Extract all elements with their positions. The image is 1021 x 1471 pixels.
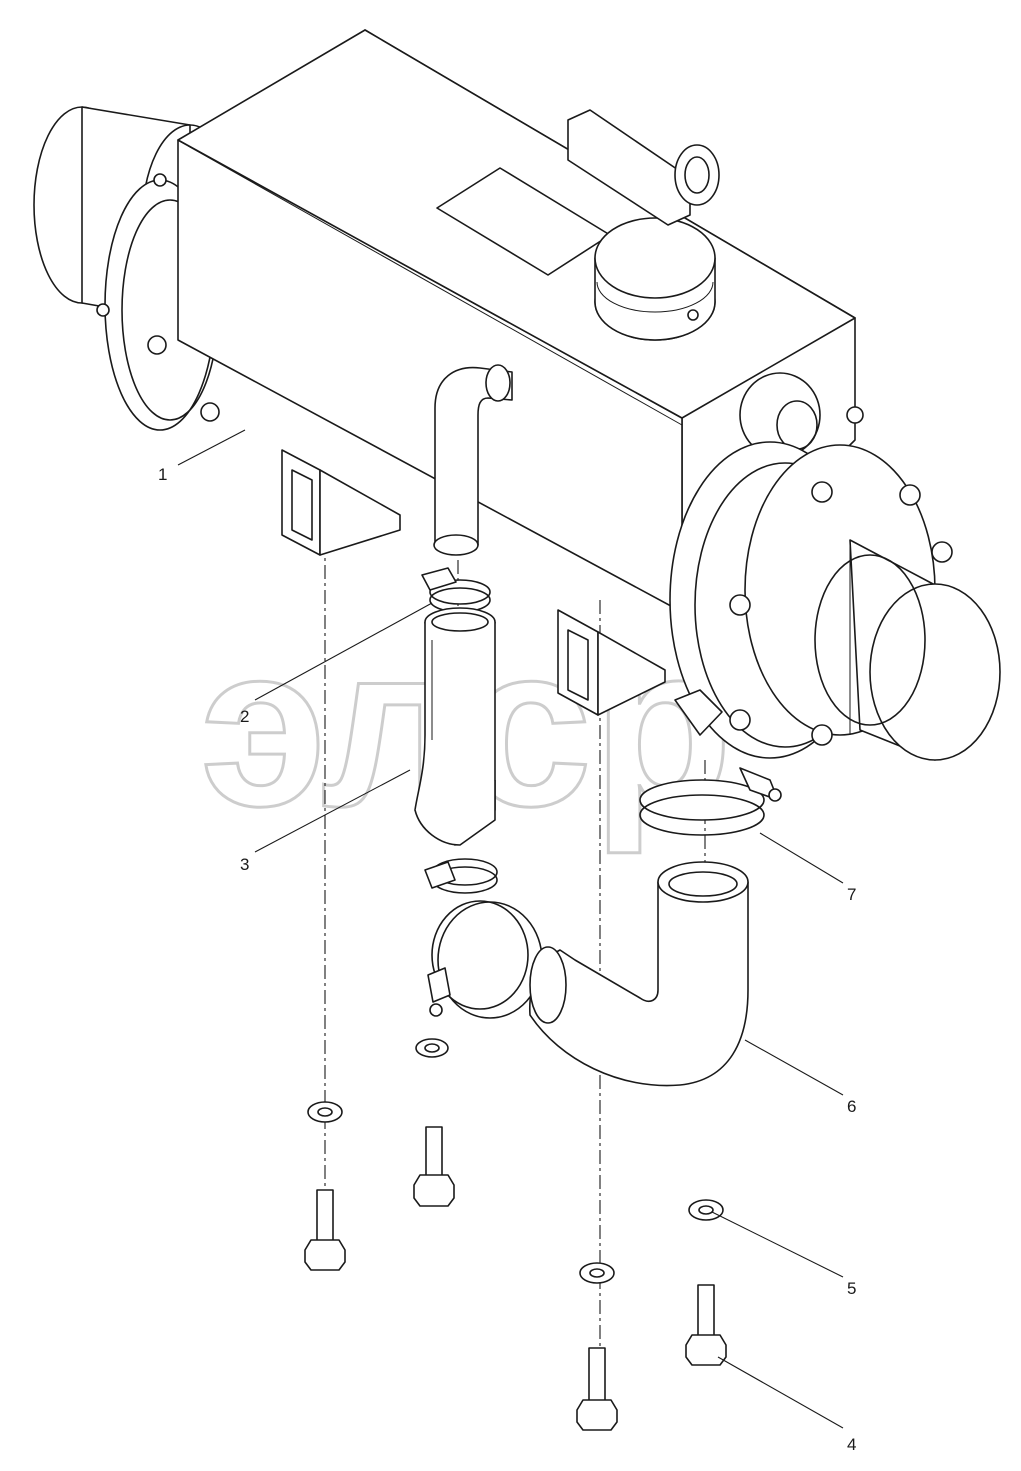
bolt — [576, 1347, 618, 1431]
bolt — [685, 1284, 727, 1366]
elbow-hose — [529, 861, 749, 1087]
heater-unit — [33, 29, 1001, 761]
callout-5: 5 — [847, 1279, 856, 1298]
washer — [688, 1199, 724, 1221]
upper-elbow — [433, 364, 513, 556]
callout-6: 6 — [847, 1097, 856, 1116]
bolts — [304, 1126, 727, 1431]
callouts: 1 2 3 4 5 6 7 — [158, 465, 856, 1454]
washers — [307, 1038, 724, 1284]
callout-2: 2 — [240, 707, 249, 726]
hose-clamp-large-right — [639, 767, 782, 836]
callout-7: 7 — [847, 885, 856, 904]
hose-clamp-small-lower — [424, 858, 498, 894]
washer — [415, 1038, 449, 1058]
bolt — [413, 1126, 455, 1207]
callout-4: 4 — [847, 1435, 856, 1454]
hose-clamp-large-left — [427, 900, 543, 1019]
callout-1: 1 — [158, 465, 167, 484]
hose-straight — [414, 607, 496, 846]
bolt — [304, 1189, 346, 1271]
callout-3: 3 — [240, 855, 249, 874]
leader-lines — [177, 429, 844, 1429]
washer — [307, 1101, 343, 1123]
washer — [579, 1262, 615, 1284]
